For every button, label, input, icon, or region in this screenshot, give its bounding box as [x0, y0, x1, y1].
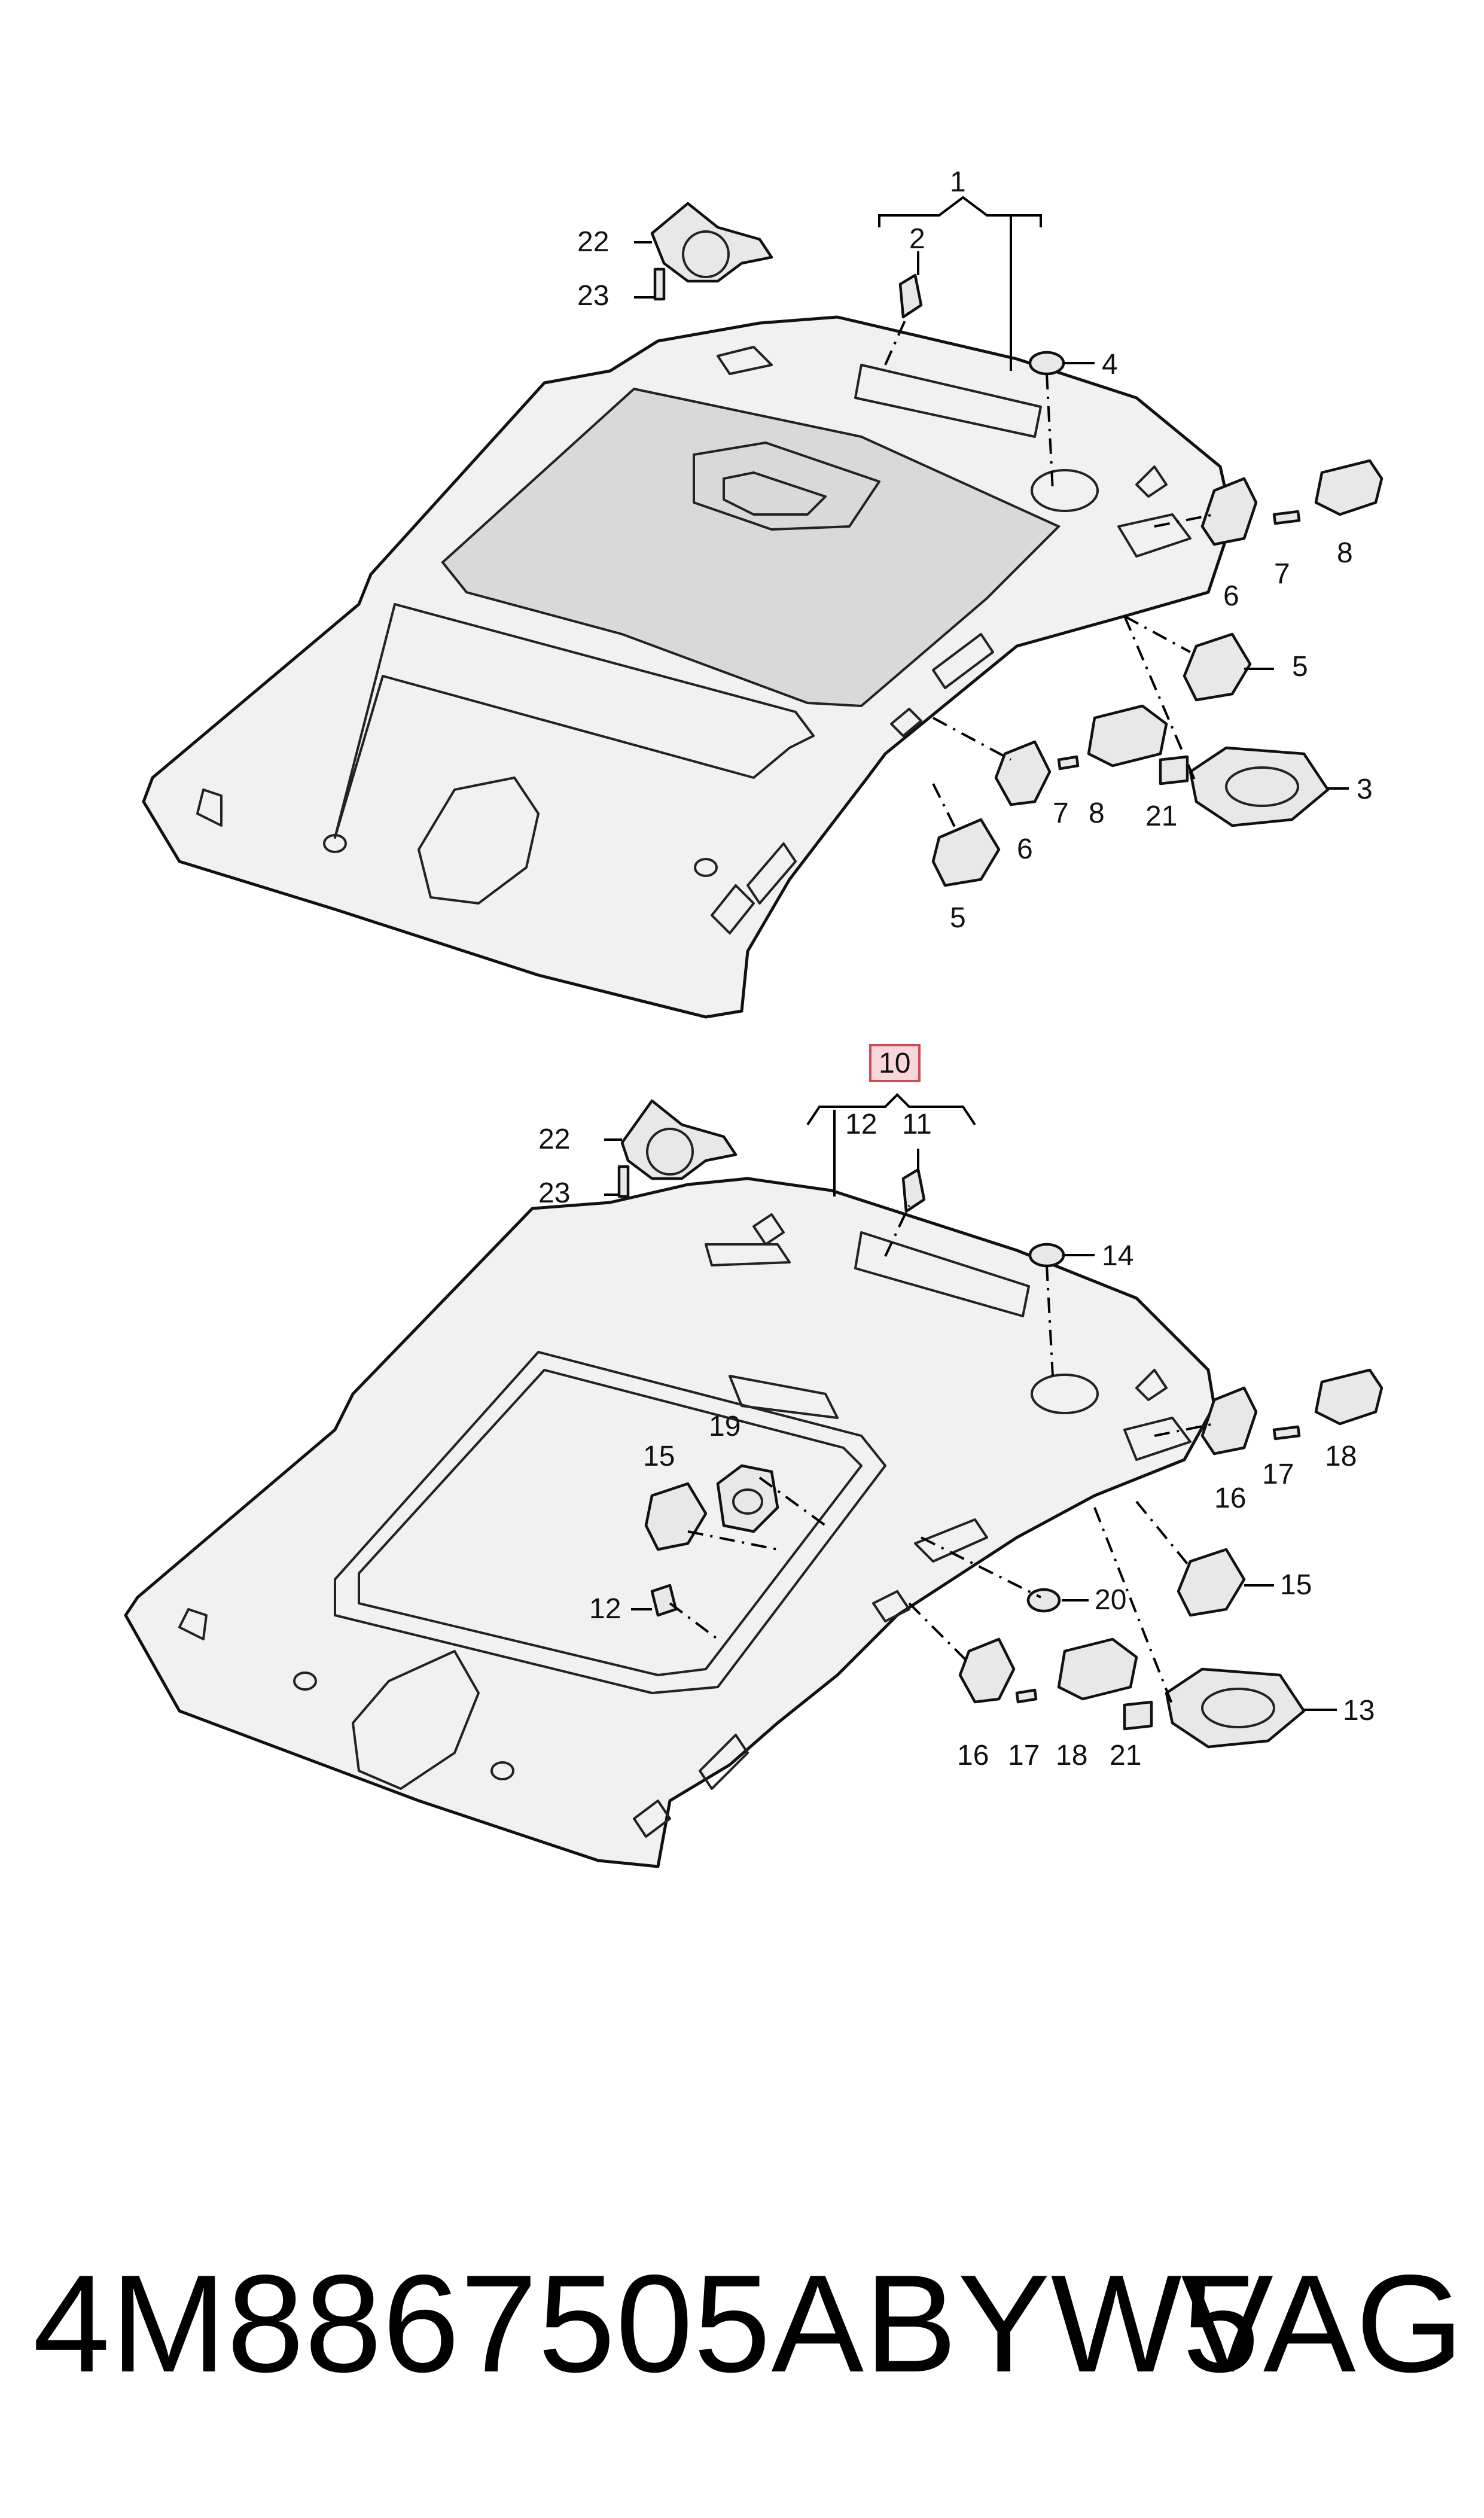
sunvisor-bracket-16-right	[1200, 1386, 1258, 1456]
cap-14	[1028, 1243, 1065, 1268]
light-housing-3	[1189, 746, 1330, 827]
callout-15-right: 15	[1280, 1569, 1312, 1601]
mount-8-right	[1314, 459, 1384, 516]
callout-18-right: 18	[1325, 1441, 1357, 1472]
mount-18-lower	[1057, 1637, 1138, 1701]
speaker-grille-part-22-upper	[650, 202, 773, 283]
callout-1: 1	[950, 166, 966, 198]
callout-16-right: 16	[1214, 1482, 1246, 1514]
lower-leaders	[604, 1044, 1337, 1711]
callout-5-right: 5	[1292, 651, 1308, 683]
callout-21-upper: 21	[1145, 800, 1177, 832]
lower-callouts: 10 11 12 12 13 14 15 15 16 16 17 17 18 1…	[538, 1048, 1375, 1771]
callout-23-lower: 23	[538, 1177, 570, 1209]
callout-22-lower: 22	[538, 1123, 570, 1155]
screw-17-lower	[1015, 1688, 1038, 1704]
screw-23-lower	[617, 1165, 630, 1198]
pad-21-lower	[1123, 1700, 1153, 1731]
callout-23-upper: 23	[577, 280, 609, 312]
bracket-19	[716, 1464, 779, 1533]
screw-7-right	[1272, 510, 1301, 525]
handle-cover-5-right	[1183, 632, 1252, 702]
callout-17-right: 17	[1262, 1459, 1294, 1490]
callout-8-lower: 8	[1089, 797, 1105, 829]
callout-17-lower: 17	[1008, 1740, 1040, 1771]
upper-callouts: 1 2 3 4 5 5 6 6 7 7 8 8 21 22 23	[577, 166, 1373, 934]
callout-5-lower: 5	[950, 902, 966, 934]
clip-12-lower	[650, 1584, 678, 1617]
callout-19: 19	[709, 1411, 741, 1442]
mount-8-lower	[1087, 704, 1168, 768]
callout-10-highlight	[869, 1044, 921, 1082]
screw-23-upper	[653, 267, 666, 301]
callout-11: 11	[902, 1109, 932, 1140]
mount-18-right	[1314, 1368, 1384, 1426]
cap-20	[1026, 1588, 1061, 1613]
callout-7-right: 7	[1274, 558, 1290, 590]
callout-15-left: 15	[643, 1441, 675, 1472]
callout-4: 4	[1102, 349, 1118, 380]
callout-21-lower: 21	[1110, 1740, 1141, 1771]
lower-parts	[617, 1099, 1384, 1749]
callout-18-lower: 18	[1056, 1740, 1087, 1771]
speaker-grille-part-22-lower	[620, 1099, 738, 1180]
upper-leaders	[634, 196, 1349, 832]
clip-11	[901, 1168, 926, 1213]
sunvisor-bracket-6-right	[1200, 477, 1258, 546]
screw-17-right	[1272, 1425, 1301, 1441]
callout-10: 10	[879, 1048, 910, 1079]
cap-4	[1028, 351, 1065, 376]
callout-12-upper: 12	[845, 1109, 877, 1140]
handle-cover-5-lower	[931, 818, 1001, 887]
pad-21-upper	[1159, 755, 1189, 785]
callout-3: 3	[1357, 774, 1373, 805]
callout-22-upper: 22	[577, 226, 609, 258]
callout-20: 20	[1095, 1584, 1126, 1616]
callout-13: 13	[1343, 1695, 1375, 1727]
callout-12-lower: 12	[589, 1593, 621, 1625]
callout-16-lower: 16	[957, 1740, 989, 1771]
clip-2	[898, 273, 923, 319]
callout-6-lower: 6	[1017, 833, 1033, 865]
screw-7-lower	[1057, 755, 1080, 771]
brand-label: VAG	[1181, 2246, 1464, 2401]
callout-2: 2	[909, 223, 925, 255]
upper-parts	[650, 202, 1384, 887]
footer: 4M8867505ABYW5 VAG	[0, 2246, 1484, 2402]
callout-7-lower: 7	[1053, 797, 1069, 829]
sunvisor-bracket-16-lower	[958, 1637, 1016, 1704]
sunvisor-bracket-6-lower	[994, 740, 1052, 806]
handle-cover-15-right	[1177, 1548, 1246, 1617]
light-housing-13	[1165, 1667, 1306, 1749]
callout-6-right: 6	[1223, 580, 1239, 612]
upper-headliner	[142, 315, 1234, 1019]
callout-8-right: 8	[1337, 537, 1353, 569]
callout-14: 14	[1102, 1240, 1133, 1272]
part-number: 4M8867505ABYW5	[33, 2246, 1260, 2401]
